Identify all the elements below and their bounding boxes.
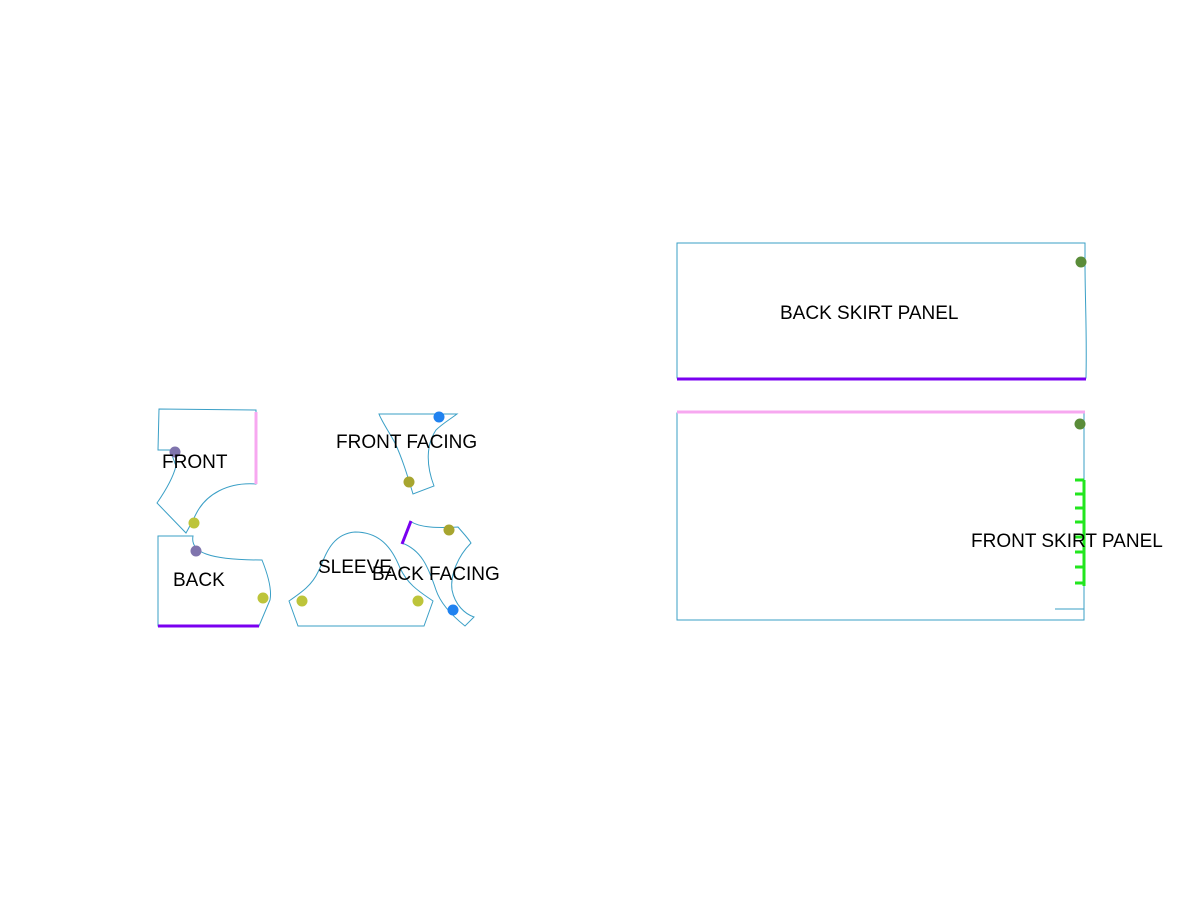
sleeve-label: SLEEVE xyxy=(318,557,392,578)
front-skirt-panel-label: FRONT SKIRT PANEL xyxy=(971,531,1163,552)
back-piece[interactable]: BACK xyxy=(157,535,271,628)
front-notch-lavender xyxy=(169,446,181,458)
back-facing-piece[interactable]: BACK FACING xyxy=(372,520,500,627)
back-facing-label: BACK FACING xyxy=(372,564,500,585)
back-skirt-panel-label: BACK SKIRT PANEL xyxy=(780,303,958,324)
sleeve-outline xyxy=(288,531,434,627)
front-facing-label: FRONT FACING xyxy=(336,432,477,453)
front-skirt-panel-notch-green xyxy=(1074,418,1086,430)
front-label: FRONT xyxy=(162,452,228,473)
front-facing-notch-blue xyxy=(433,411,445,423)
sleeve-piece[interactable]: SLEEVE xyxy=(288,531,434,627)
back-notch-yellow xyxy=(257,592,269,604)
sleeve-notch-right xyxy=(412,595,424,607)
back-facing-notch-olive xyxy=(443,524,455,536)
front-skirt-panel-gather-marks xyxy=(1075,478,1086,586)
front-facing-piece[interactable]: FRONT FACING xyxy=(336,411,477,495)
front-skirt-panel-outline xyxy=(676,412,1085,621)
back-skirt-panel-piece[interactable]: BACK SKIRT PANEL xyxy=(676,242,1087,381)
sleeve-notch-left xyxy=(296,595,308,607)
front-notch-yellow xyxy=(188,517,200,529)
front-skirt-panel-piece[interactable]: FRONT SKIRT PANEL xyxy=(676,410,1163,621)
back-facing-notch-blue xyxy=(447,604,459,616)
back-notch-lavender xyxy=(190,545,202,557)
back-label: BACK xyxy=(173,570,225,591)
front-facing-notch-olive xyxy=(403,476,415,488)
front-piece[interactable]: FRONT xyxy=(156,408,258,534)
back-facing-outline xyxy=(401,520,475,627)
front-facing-outline xyxy=(378,413,459,495)
back-facing-purple-seam xyxy=(400,520,413,545)
back-skirt-panel-notch-green xyxy=(1075,256,1087,268)
